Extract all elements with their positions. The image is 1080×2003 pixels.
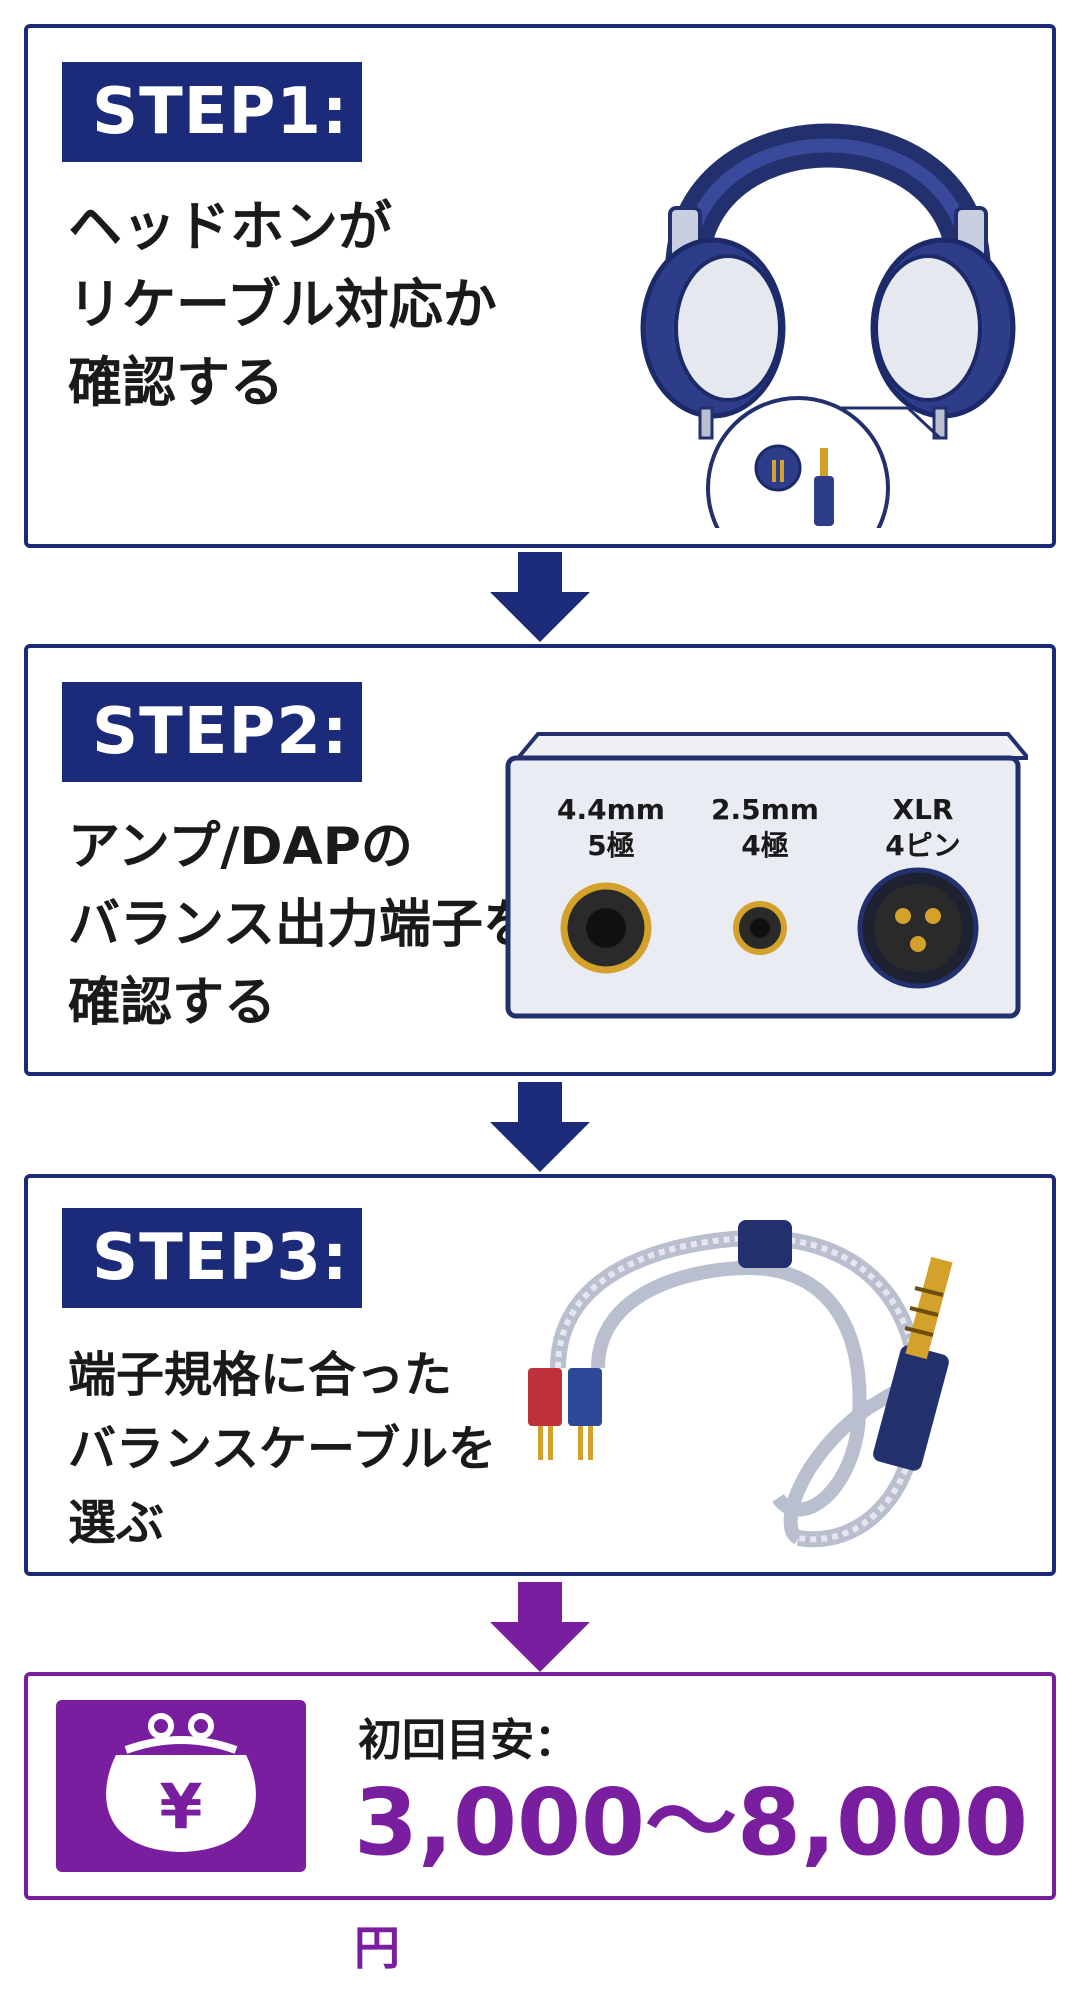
cost-label: 初回目安： bbox=[358, 1715, 578, 1766]
port-label-4-4mm: 4.4mm 5極 bbox=[557, 793, 665, 862]
purse-yen-icon: ¥ bbox=[106, 1713, 256, 1852]
port-label-xlr: XLR 4ピン bbox=[885, 793, 961, 862]
step1-card: STEP1: ヘッドホンが リケーブル対応か 確認する bbox=[24, 24, 1056, 548]
cost-unit: 円 bbox=[354, 1921, 400, 1975]
arrow-down-icon bbox=[490, 1082, 590, 1172]
headphones-icon bbox=[640, 123, 1016, 528]
step2-card: STEP2: アンプ/DAPの バランス出力端子を 確認する 4.4mm 5極 … bbox=[24, 644, 1056, 1076]
step2-text: アンプ/DAPの バランス出力端子を 確認する bbox=[68, 817, 535, 1033]
step3-badge: STEP3: bbox=[62, 1208, 362, 1308]
step1-text: ヘッドホンが リケーブル対応か 確認する bbox=[68, 195, 497, 414]
svg-text:¥: ¥ bbox=[159, 1770, 202, 1843]
arrow-down-icon bbox=[490, 552, 590, 642]
balanced-cable-icon bbox=[528, 1220, 953, 1548]
port-label-2-5mm: 2.5mm 4極 bbox=[711, 793, 819, 862]
cost-card: ¥ 初回目安： 3,000〜8,000 円 bbox=[24, 1672, 1056, 1975]
amp-front-panel-icon bbox=[505, 732, 1028, 1019]
purse-tile: ¥ bbox=[56, 1700, 306, 1872]
cost-amount-value: 3,000〜8,000 bbox=[354, 1769, 1029, 1876]
cost-amount: 3,000〜8,000 円 bbox=[354, 1768, 1052, 2003]
step1-badge: STEP1: bbox=[62, 62, 362, 162]
arrow-down-icon bbox=[490, 1582, 590, 1672]
step3-card: STEP3: 端子規格に合った バランスケーブルを 選ぶ bbox=[24, 1174, 1056, 1576]
step2-badge: STEP2: bbox=[62, 682, 362, 782]
step3-text: 端子規格に合った バランスケーブルを 選ぶ bbox=[68, 1347, 497, 1551]
